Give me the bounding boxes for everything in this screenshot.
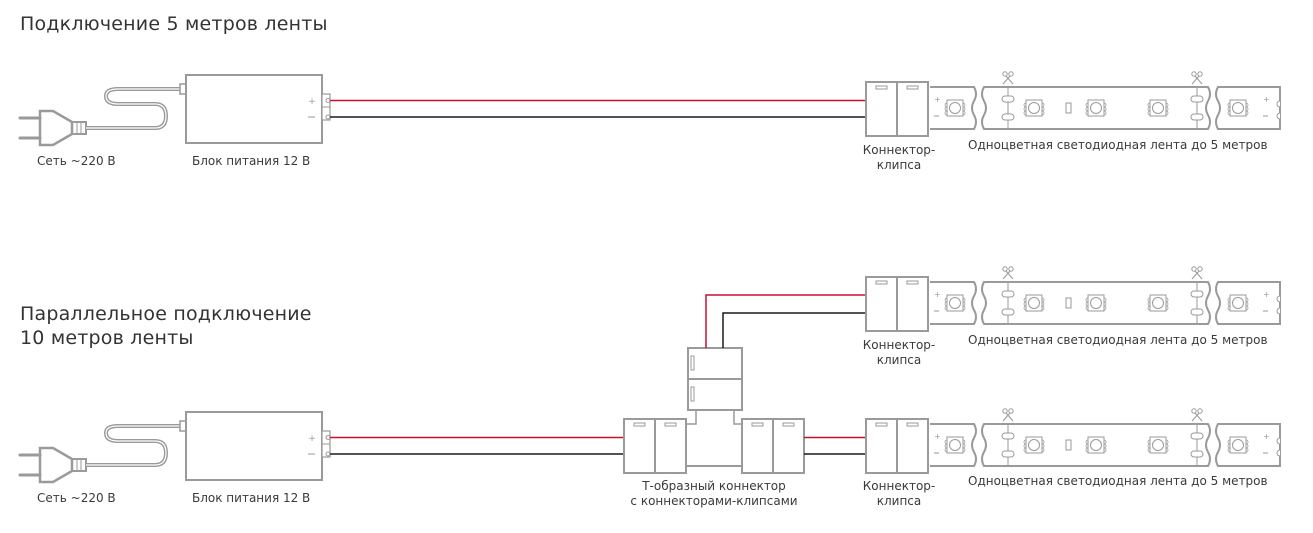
section2-top-connector-label-line2: клипса xyxy=(876,353,922,367)
branch-positive-wire xyxy=(705,294,866,348)
section1-clip-connector xyxy=(865,81,929,137)
section2-title-line1: Параллельное подключение xyxy=(20,303,312,325)
section1-title: Подключение 5 метров ленты xyxy=(20,13,328,35)
section1-led-strip xyxy=(930,72,1280,129)
section2-title-line2: 10 метров ленты xyxy=(20,327,194,349)
section1-power-supply xyxy=(185,74,331,144)
section2-bottom-led-strip xyxy=(930,409,1280,466)
section2-top-connector-label-line1: Коннектор- xyxy=(862,338,936,352)
section1-psu-label: Блок питания 12 В xyxy=(192,154,311,168)
section1-strip-label: Одноцветная светодиодная лента до 5 метр… xyxy=(968,138,1268,152)
t-connector xyxy=(623,347,805,474)
section1-connector-label-line1: Коннектор- xyxy=(862,143,936,157)
section2-bottom-clip-connector xyxy=(865,418,929,474)
branch-negative-wire xyxy=(722,312,866,348)
section2-bottom-connector-label-line1: Коннектор- xyxy=(862,479,936,493)
section2-top-clip-connector xyxy=(865,276,929,332)
section1-mains-plug xyxy=(18,82,188,147)
section1-connector-label-line2: клипса xyxy=(876,158,922,172)
section2-top-strip-label: Одноцветная светодиодная лента до 5 метр… xyxy=(968,333,1268,347)
section2-power-supply xyxy=(185,411,331,481)
t-connector-label-line1: Т-образный коннектор xyxy=(642,479,786,493)
section2-mains-plug xyxy=(18,419,188,484)
section2-bottom-strip-label: Одноцветная светодиодная лента до 5 метр… xyxy=(968,474,1268,488)
section2-mains-label: Сеть ~220 В xyxy=(37,491,116,505)
section2-psu-label: Блок питания 12 В xyxy=(192,491,311,505)
t-connector-label-line2: с коннекторами-клипсами xyxy=(630,494,798,508)
section1-mains-label: Сеть ~220 В xyxy=(37,154,116,168)
section2-bottom-connector-label-line2: клипса xyxy=(876,494,922,508)
section2-top-led-strip xyxy=(930,267,1280,324)
